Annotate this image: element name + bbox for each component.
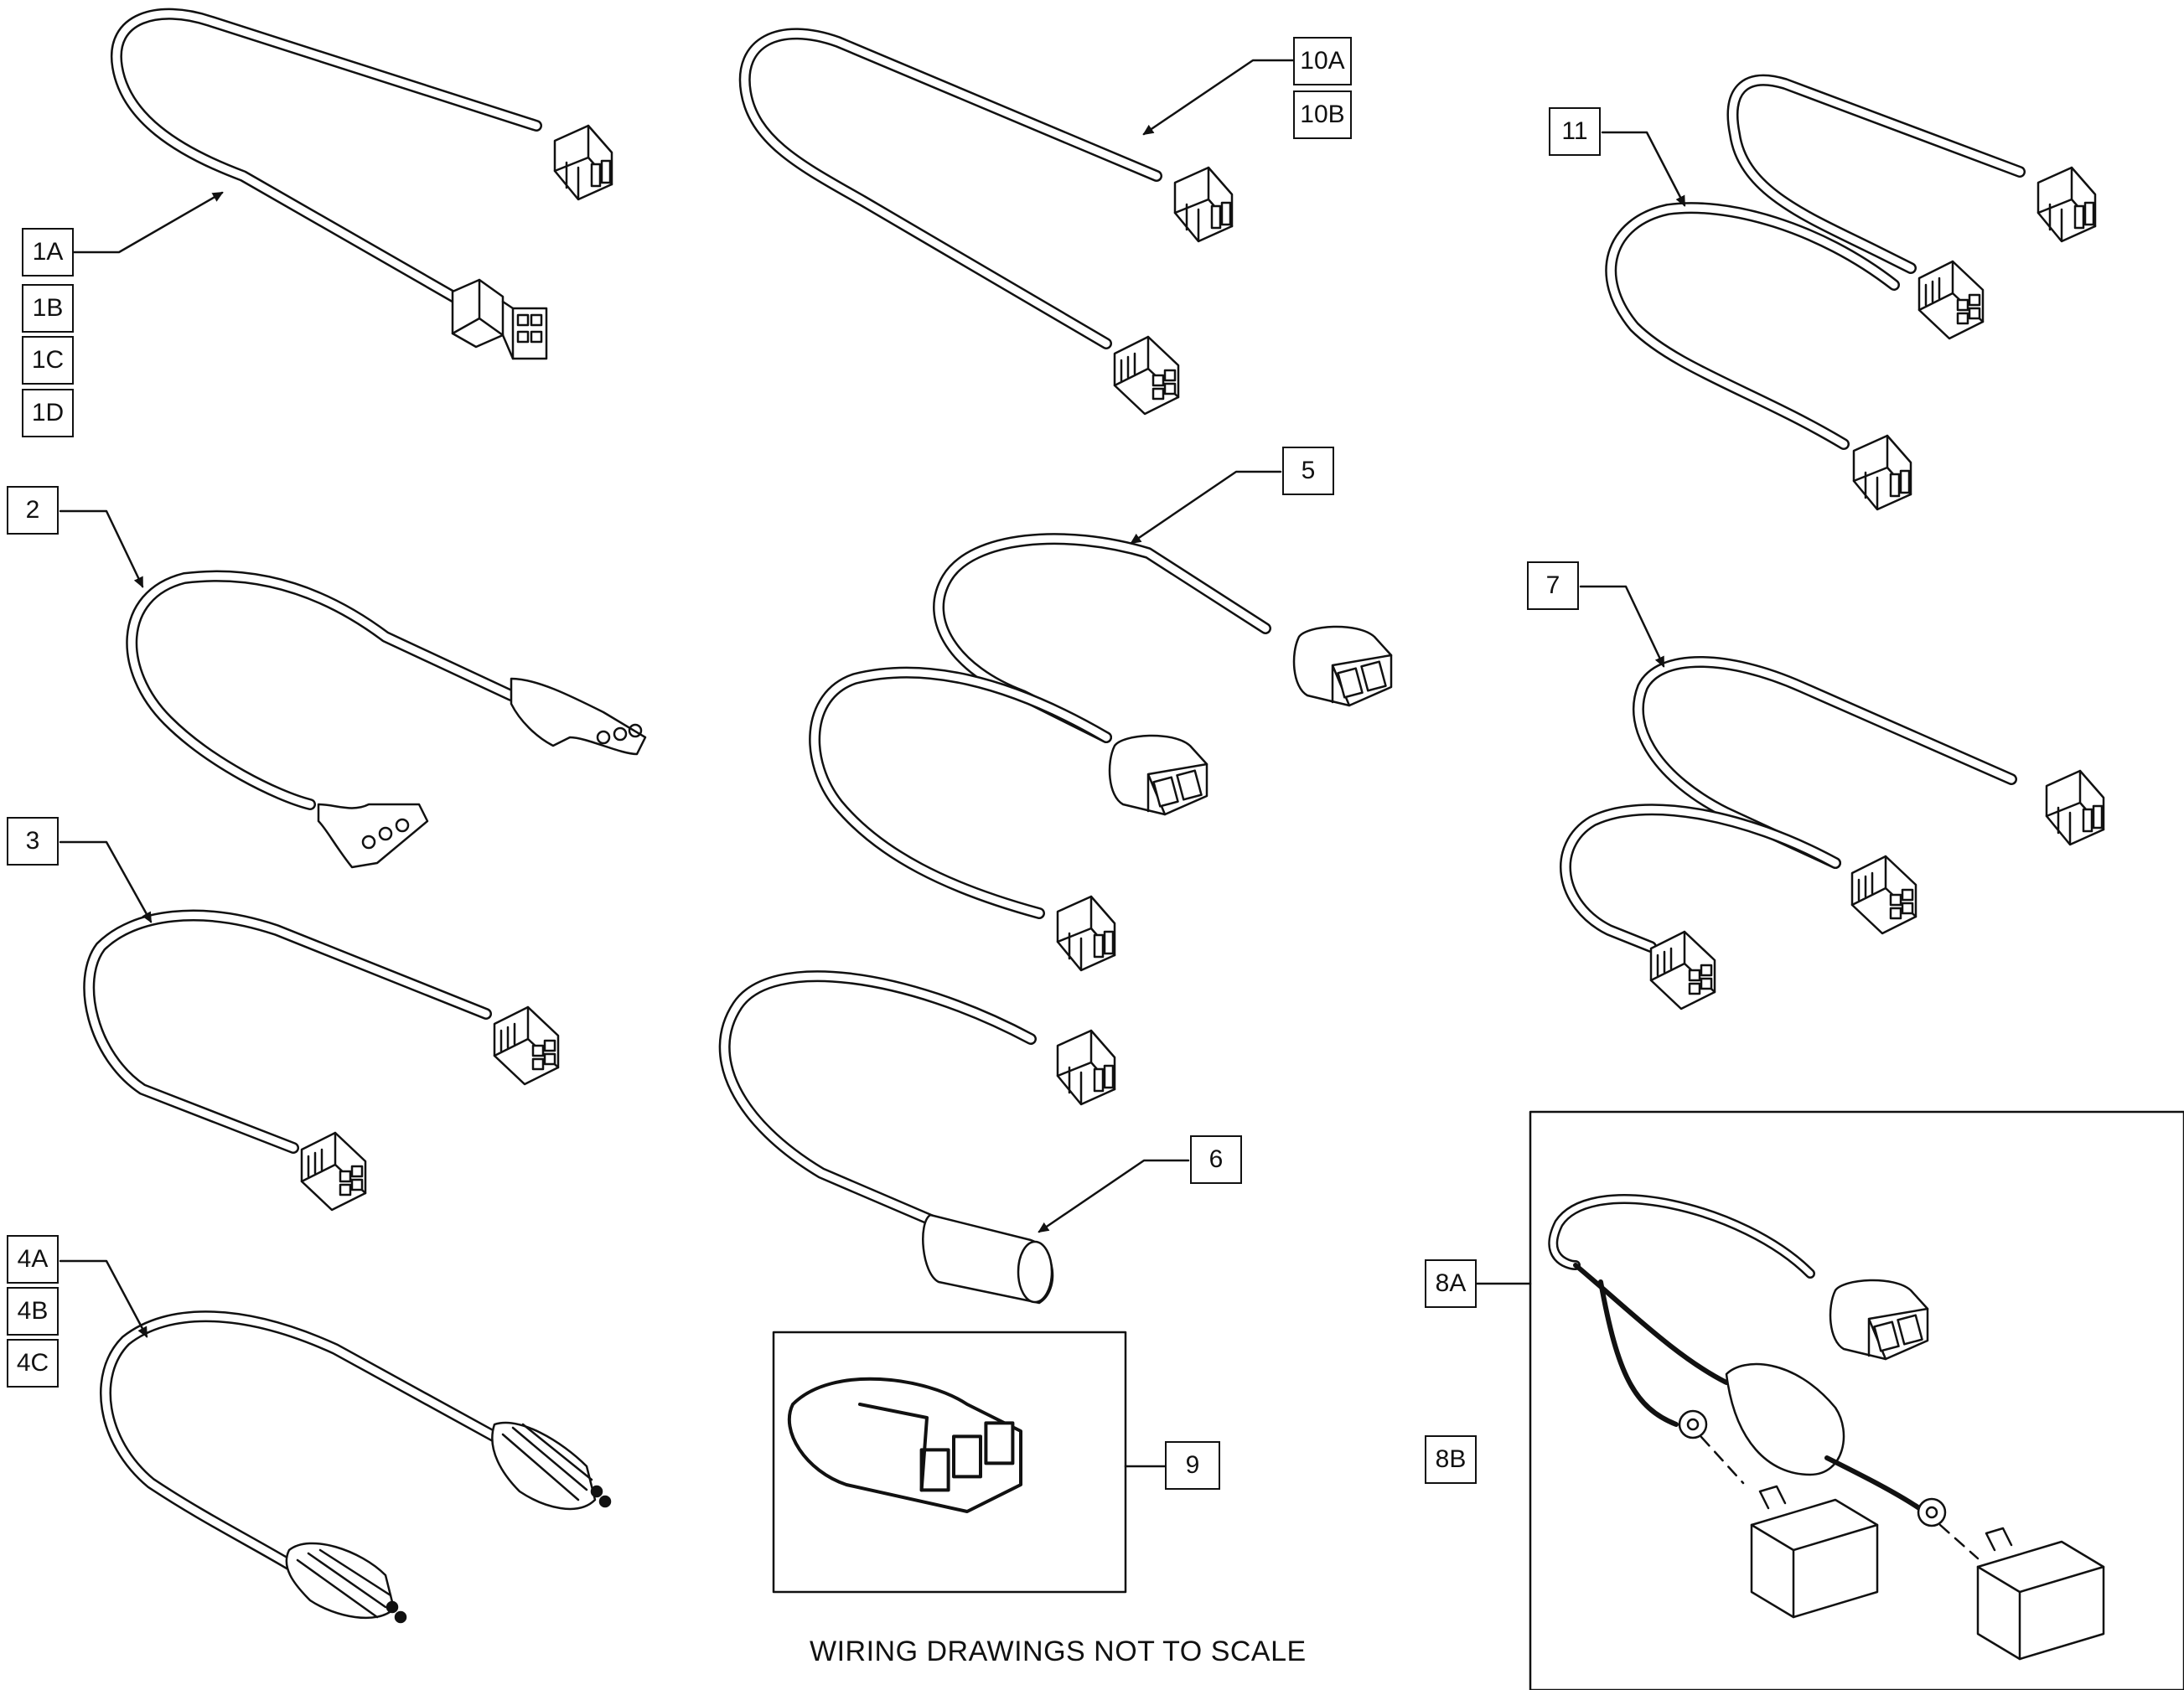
detail-box-9	[772, 1331, 1127, 1594]
callout-11: 11	[1549, 107, 1601, 156]
callout-5: 5	[1282, 447, 1334, 495]
cable-11	[1605, 74, 2097, 511]
connector-9	[787, 1377, 1023, 1514]
cable-6	[718, 970, 1116, 1305]
leader-lines	[59, 59, 1686, 1338]
callout-7: 7	[1527, 561, 1579, 610]
cable-5	[809, 533, 1393, 972]
cable-1	[110, 8, 613, 360]
callout-8B: 8B	[1425, 1435, 1477, 1484]
callout-4B: 4B	[7, 1287, 59, 1336]
callout-3: 3	[7, 817, 59, 866]
harness-8	[1548, 1194, 2105, 1661]
callout-1D: 1D	[22, 389, 74, 437]
callout-9: 9	[1165, 1441, 1220, 1490]
cable-7	[1560, 656, 2105, 1010]
cable-4	[100, 1310, 612, 1624]
callout-1B: 1B	[22, 284, 74, 333]
callout-8A: 8A	[1425, 1259, 1477, 1308]
callout-10A: 10A	[1293, 37, 1352, 85]
detail-box-8	[1529, 1110, 2184, 1690]
cable-3	[83, 909, 560, 1212]
callout-10B: 10B	[1293, 90, 1352, 139]
callout-1A: 1A	[22, 228, 74, 276]
cable-10	[738, 28, 1234, 416]
callout-2: 2	[7, 486, 59, 535]
callout-4C: 4C	[7, 1339, 59, 1388]
callout-4A: 4A	[7, 1235, 59, 1284]
not-to-scale-note: WIRING DRAWINGS NOT TO SCALE	[810, 1636, 1307, 1667]
callout-1C: 1C	[22, 336, 74, 385]
callout-6: 6	[1190, 1135, 1242, 1184]
cable-2	[126, 570, 647, 869]
